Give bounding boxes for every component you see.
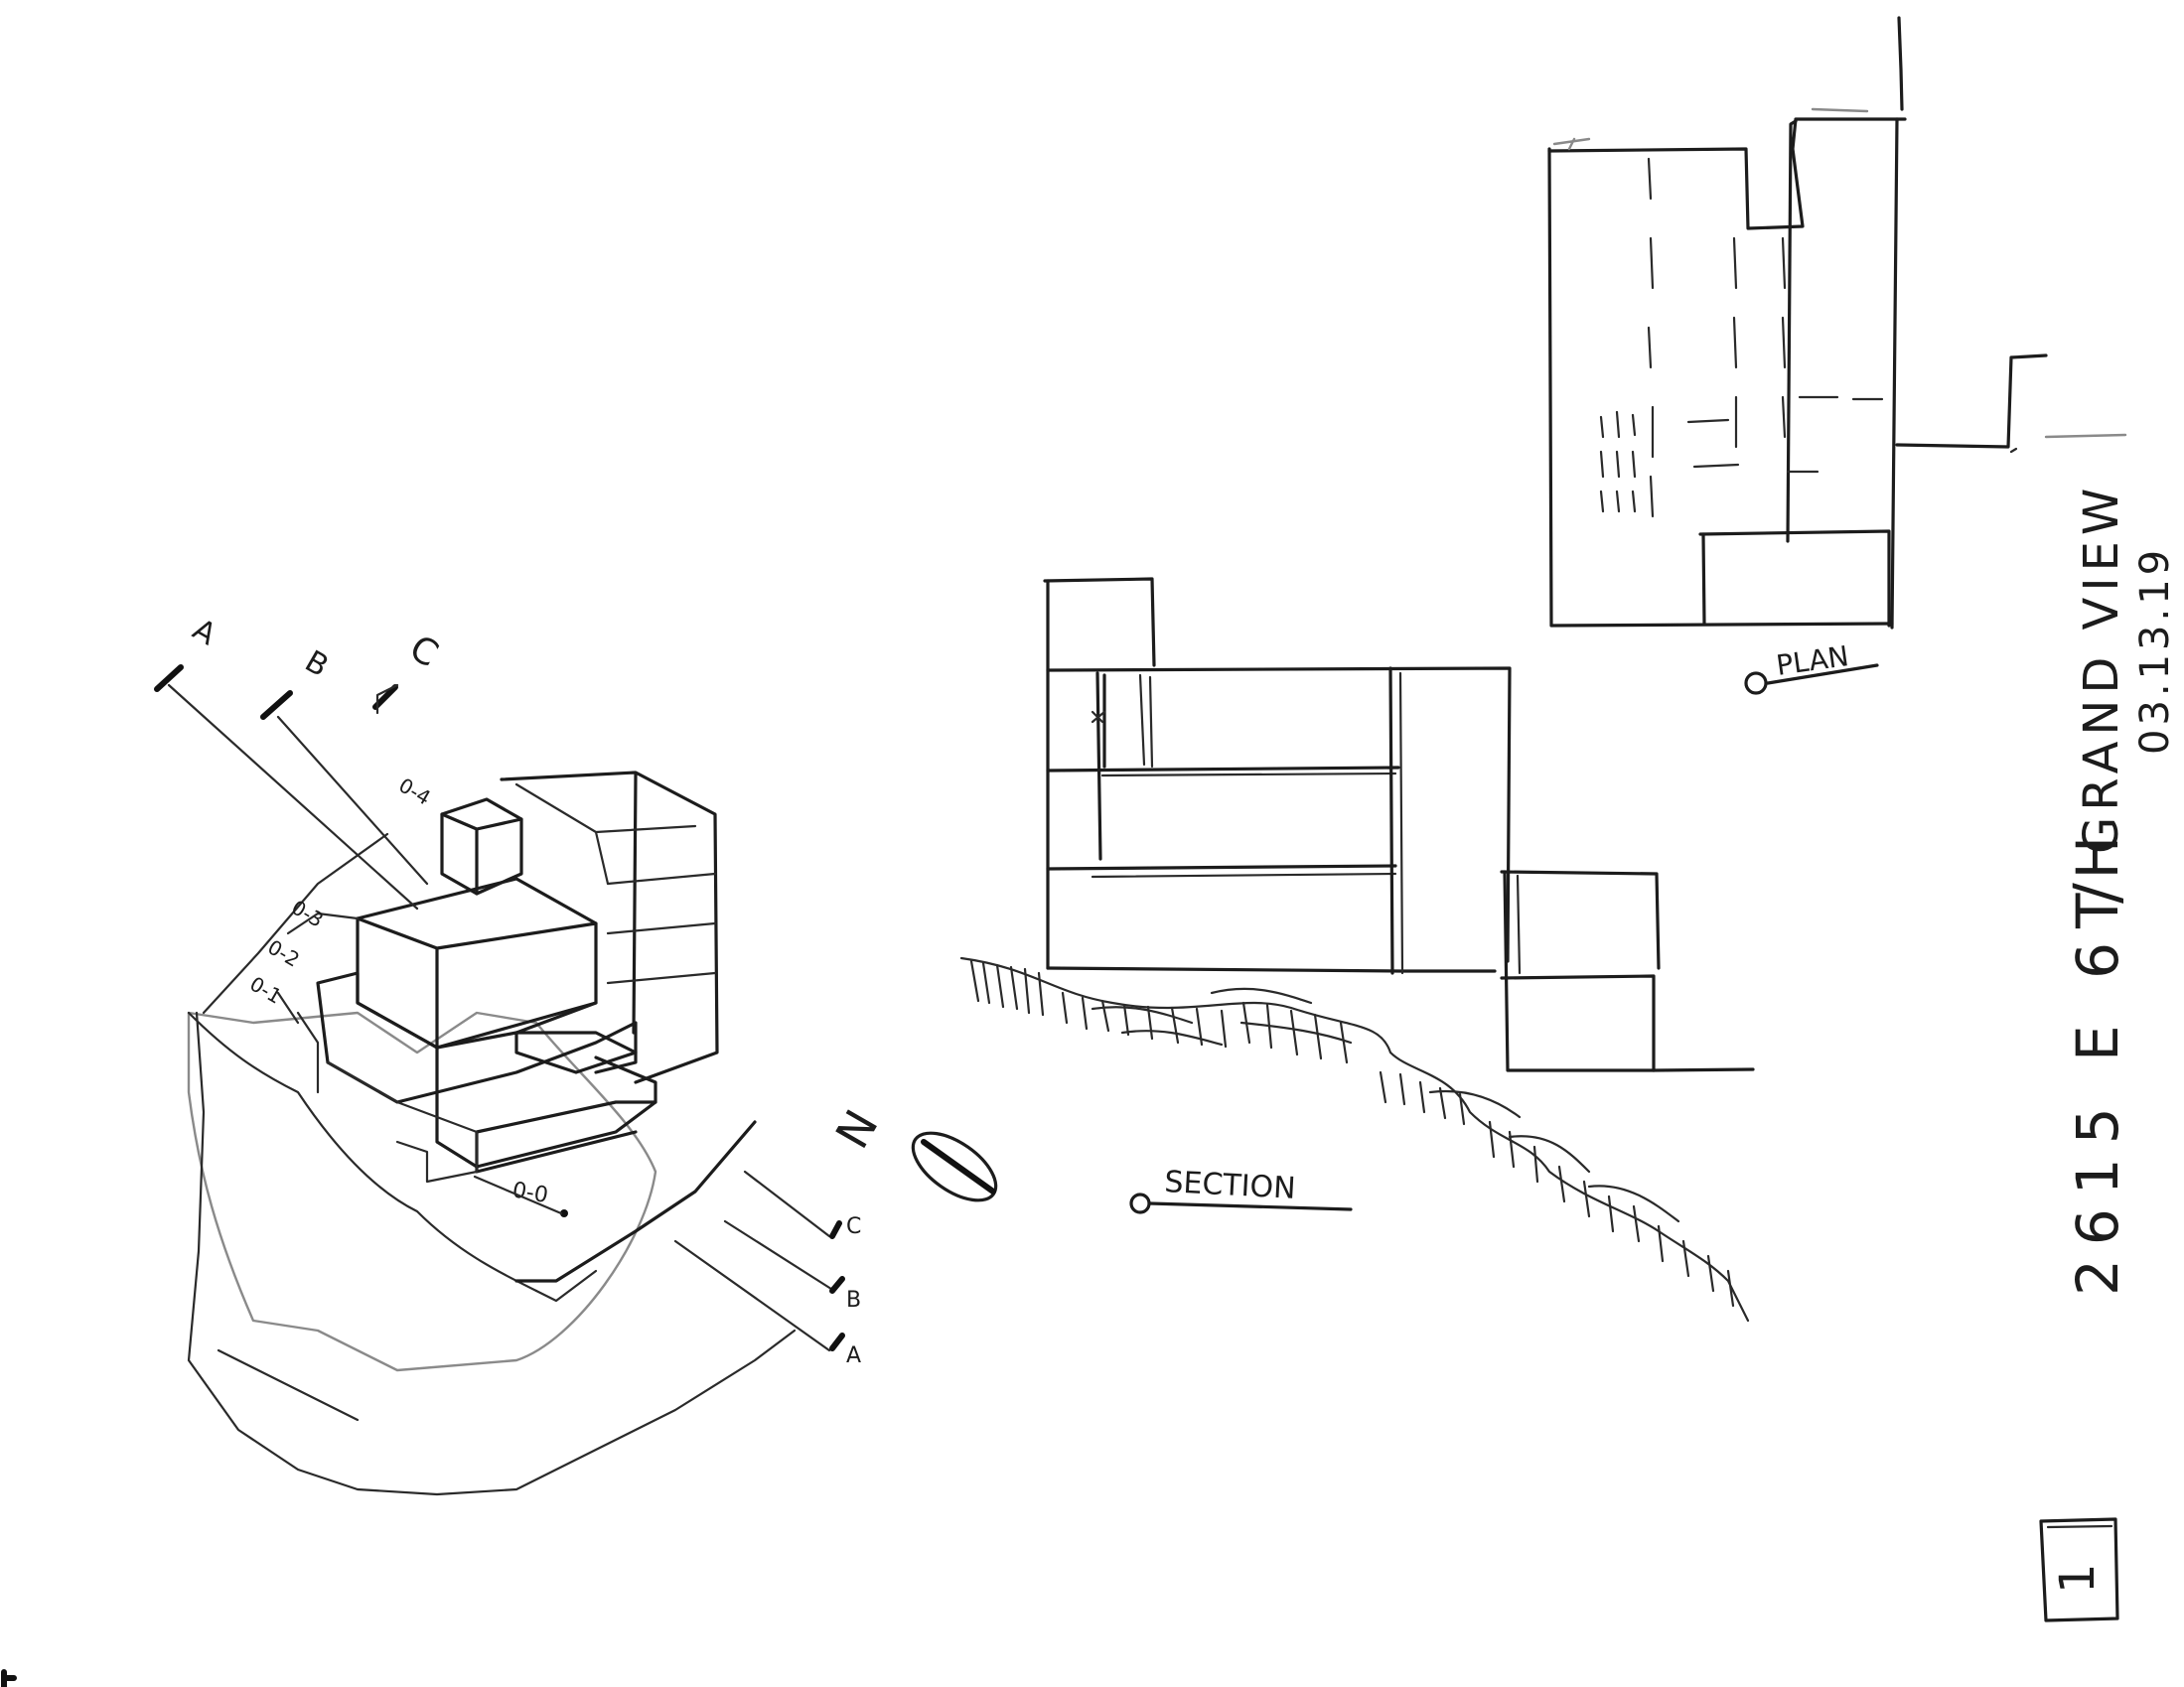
section-cut-b: B (299, 644, 334, 685)
section-marker-c: C (846, 1214, 861, 1239)
project-address: 2615 E 6TH (2064, 822, 2131, 1296)
level-label-0-4: 0-4 (395, 773, 435, 810)
section-label: SECTION (1164, 1165, 1297, 1206)
axon-drawing: A B C 0-4 0-3 0-2 0-1 0-0 C B A (154, 613, 861, 1496)
title-block: 2615 E 6TH / GRAND VIEW 03.13.19 (2060, 483, 2178, 1296)
level-label-0-3: 0-3 (288, 896, 328, 932)
sheet-number-box: 1 (2039, 1517, 2119, 1622)
title-separator: / (2060, 883, 2132, 904)
plan-drawing: PLAN (1547, 16, 2127, 695)
corner-mark (1, 1669, 17, 1687)
north-arrow-icon: N (825, 1101, 998, 1202)
section-marker-b: B (846, 1288, 861, 1313)
section-cut-c: C (403, 628, 445, 675)
sheet-date: 03.13.19 (2132, 546, 2178, 755)
section-marker-a: A (846, 1343, 861, 1368)
level-label-0-0: 0-0 (510, 1178, 550, 1208)
project-name: GRAND VIEW (2074, 483, 2129, 854)
section-drawing: SECTION (959, 577, 1755, 1323)
plan-label: PLAN (1774, 639, 1850, 682)
section-cut-a: A (187, 613, 222, 653)
sheet-number: 1 (2050, 1563, 2106, 1594)
level-label-0-1: 0-1 (246, 972, 286, 1009)
north-letter: N (825, 1101, 889, 1158)
